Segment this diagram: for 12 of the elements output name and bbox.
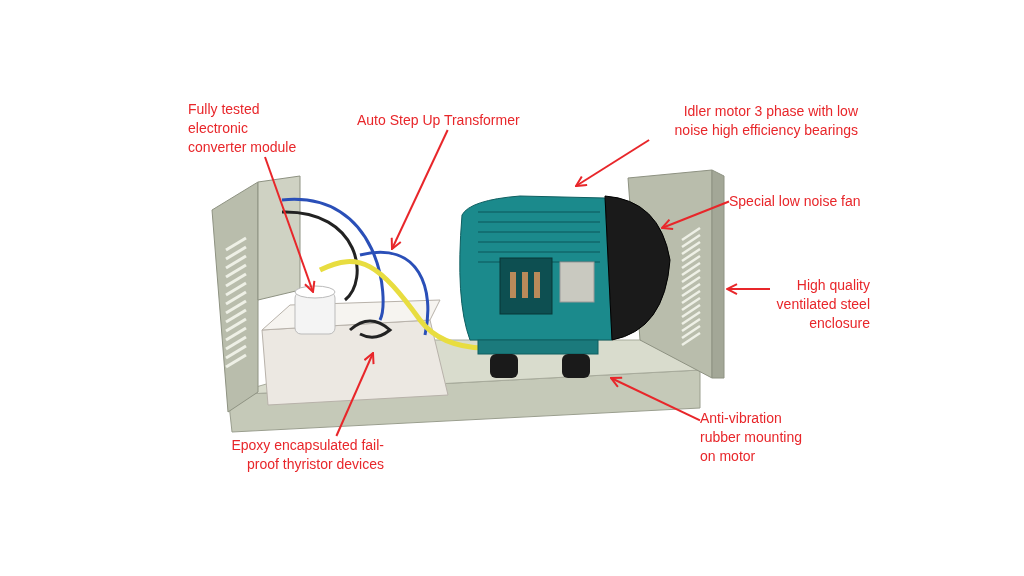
leader-arrow [610, 376, 701, 422]
callout-label: High quality ventilated steel enclosure [770, 276, 870, 333]
leader-arrow [726, 283, 771, 296]
leader-arrow [575, 139, 651, 187]
callout-label: Special low noise fan [729, 192, 879, 211]
callout-label: Anti-vibration rubber mounting on motor [700, 409, 810, 466]
callout-label: Fully tested electronic converter module [188, 100, 298, 157]
callout-label: Auto Step Up Transformer [357, 111, 542, 130]
leader-arrow [264, 156, 316, 293]
callout-label: Epoxy encapsulated fail-proof thyristor devices [214, 436, 384, 474]
leader-arrow [390, 129, 449, 250]
callout-label: Idler motor 3 phase with low noise high efficiency bearings [647, 102, 858, 140]
